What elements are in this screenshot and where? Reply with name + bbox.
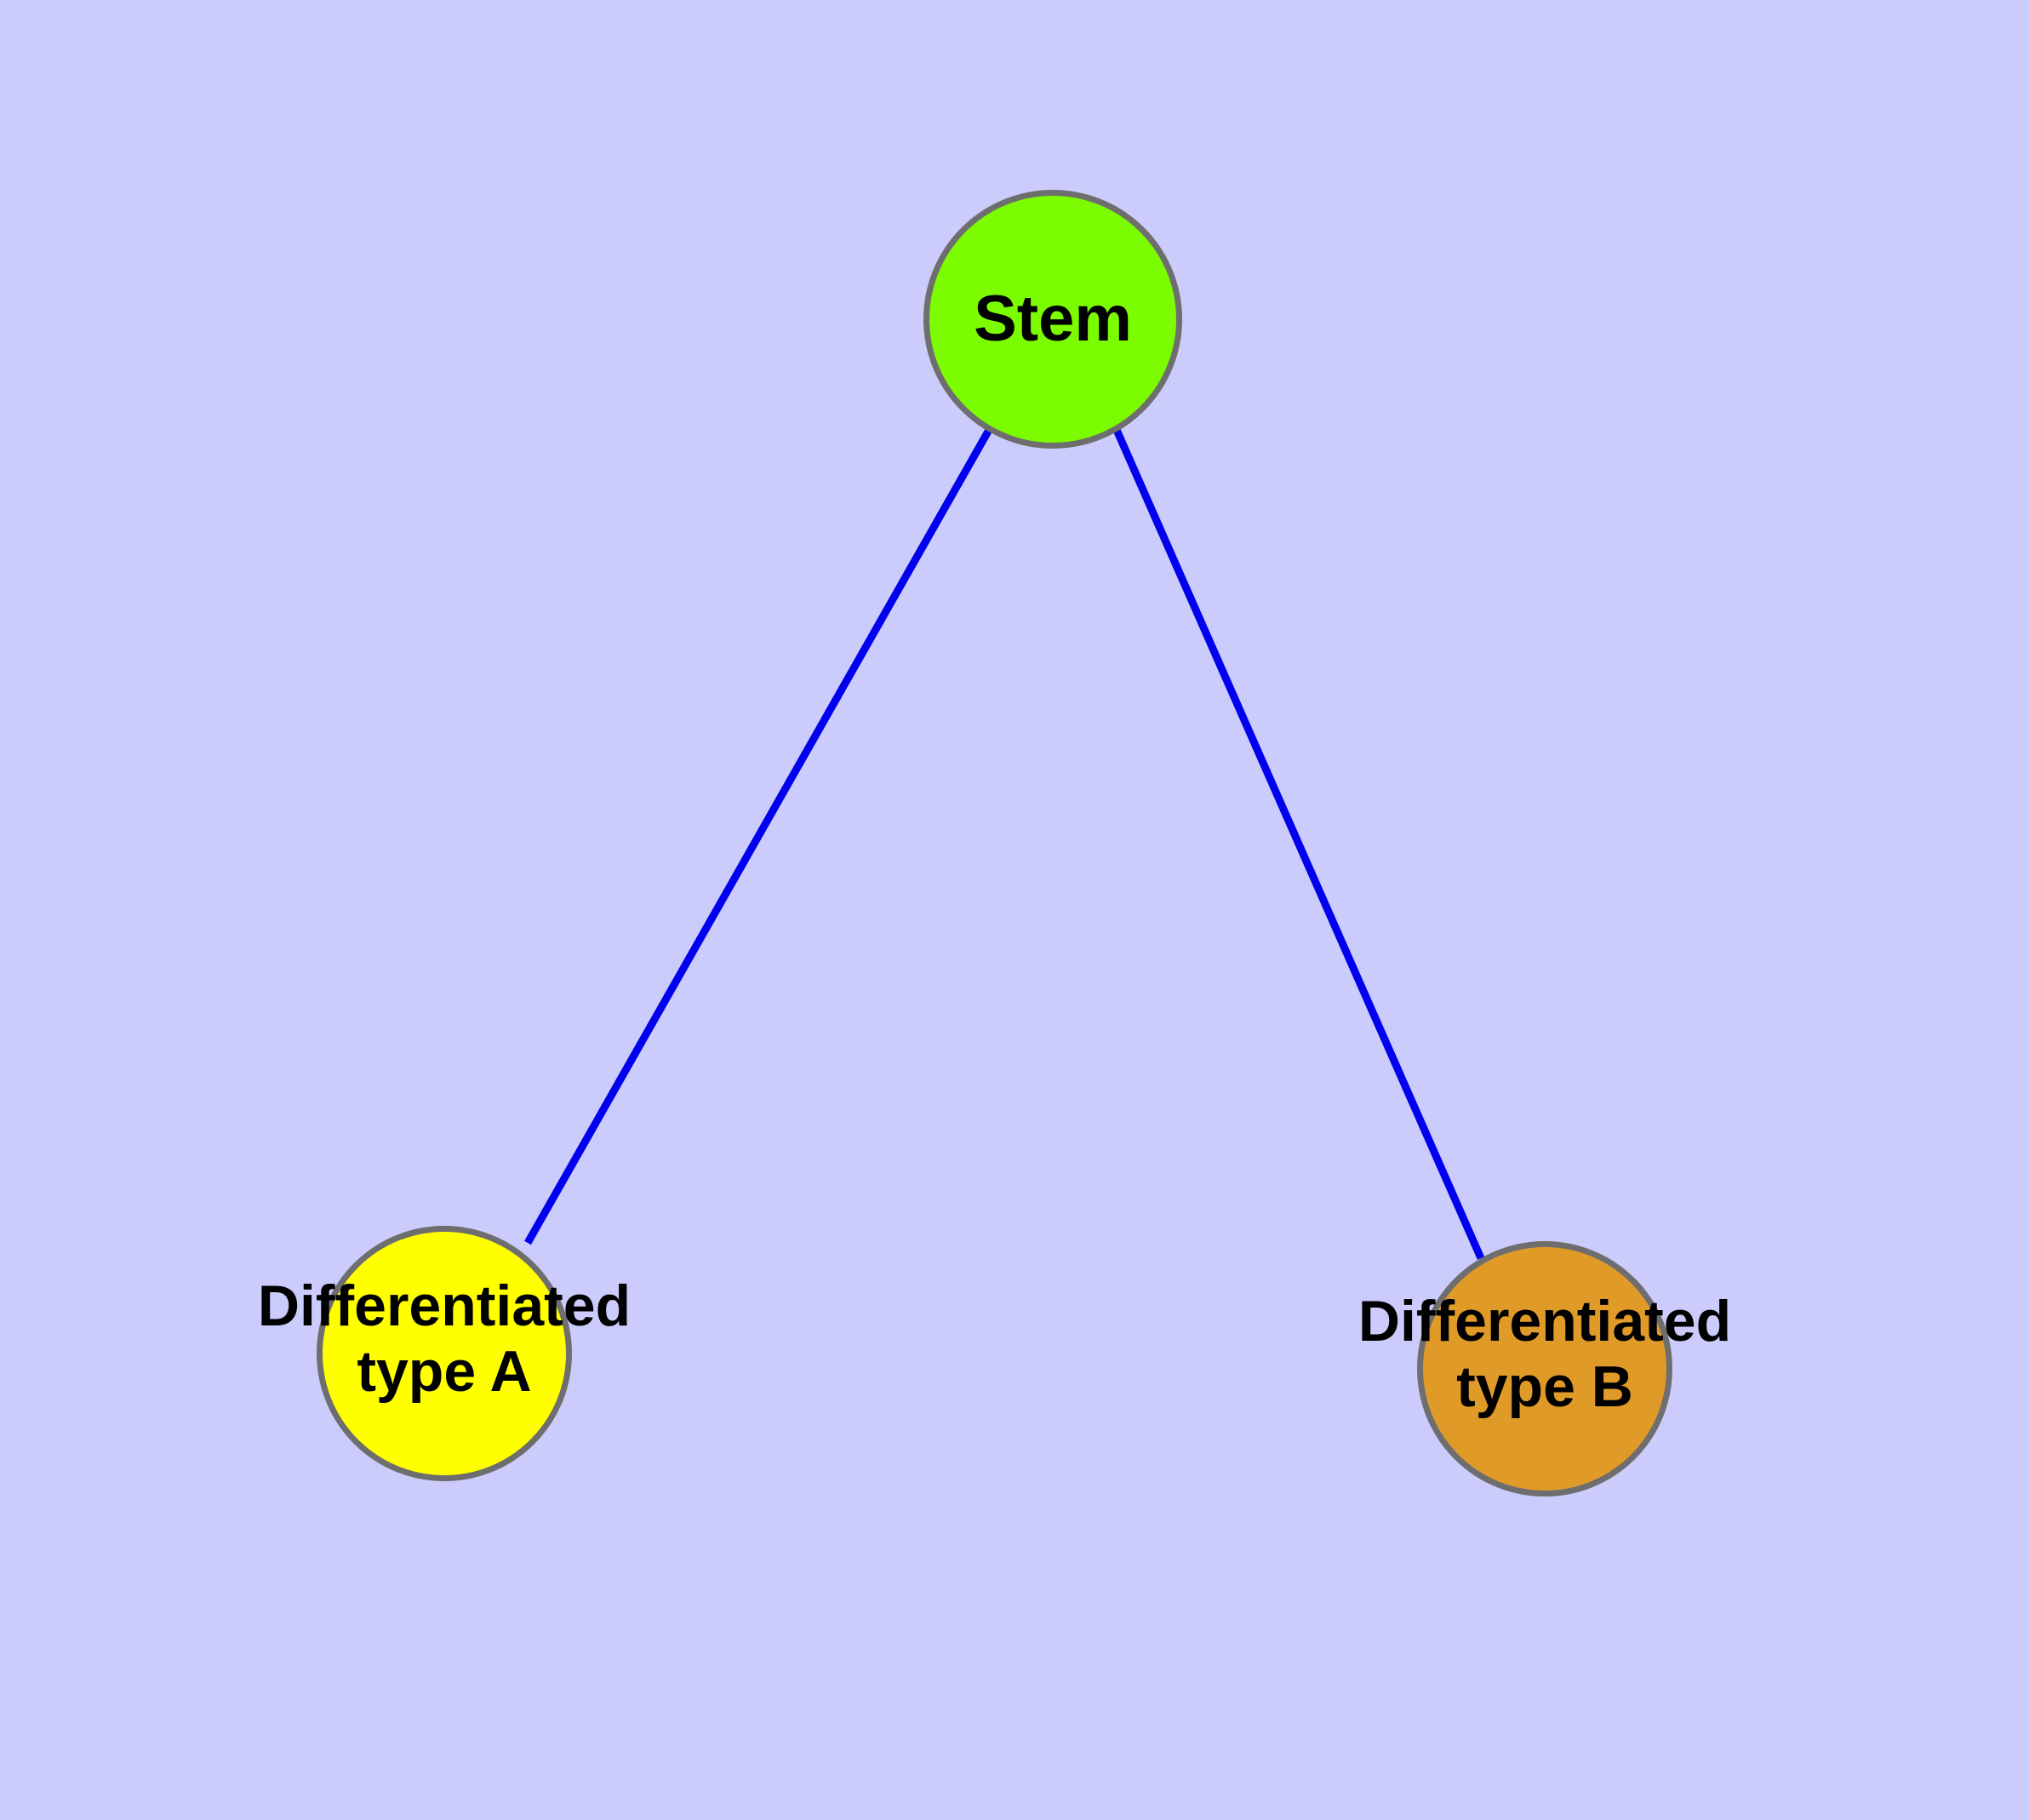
edge-stem-to-differentiated-type-a[interactable] [524, 427, 992, 1245]
node-differentiated-type-b-label-line-2: type B [1456, 1354, 1633, 1419]
edge-stem-to-differentiated-type-b[interactable] [1112, 428, 1485, 1260]
node-differentiated-type-b-label-line-1: Differentiated [1357, 1289, 1732, 1354]
node-stem-label: Stem [974, 283, 1132, 356]
node-stem[interactable]: Stem [923, 190, 1182, 449]
node-differentiated-type-a-label-line-2: type A [357, 1338, 532, 1404]
node-differentiated-type-a-label-line-1: Differentiated [257, 1273, 632, 1338]
